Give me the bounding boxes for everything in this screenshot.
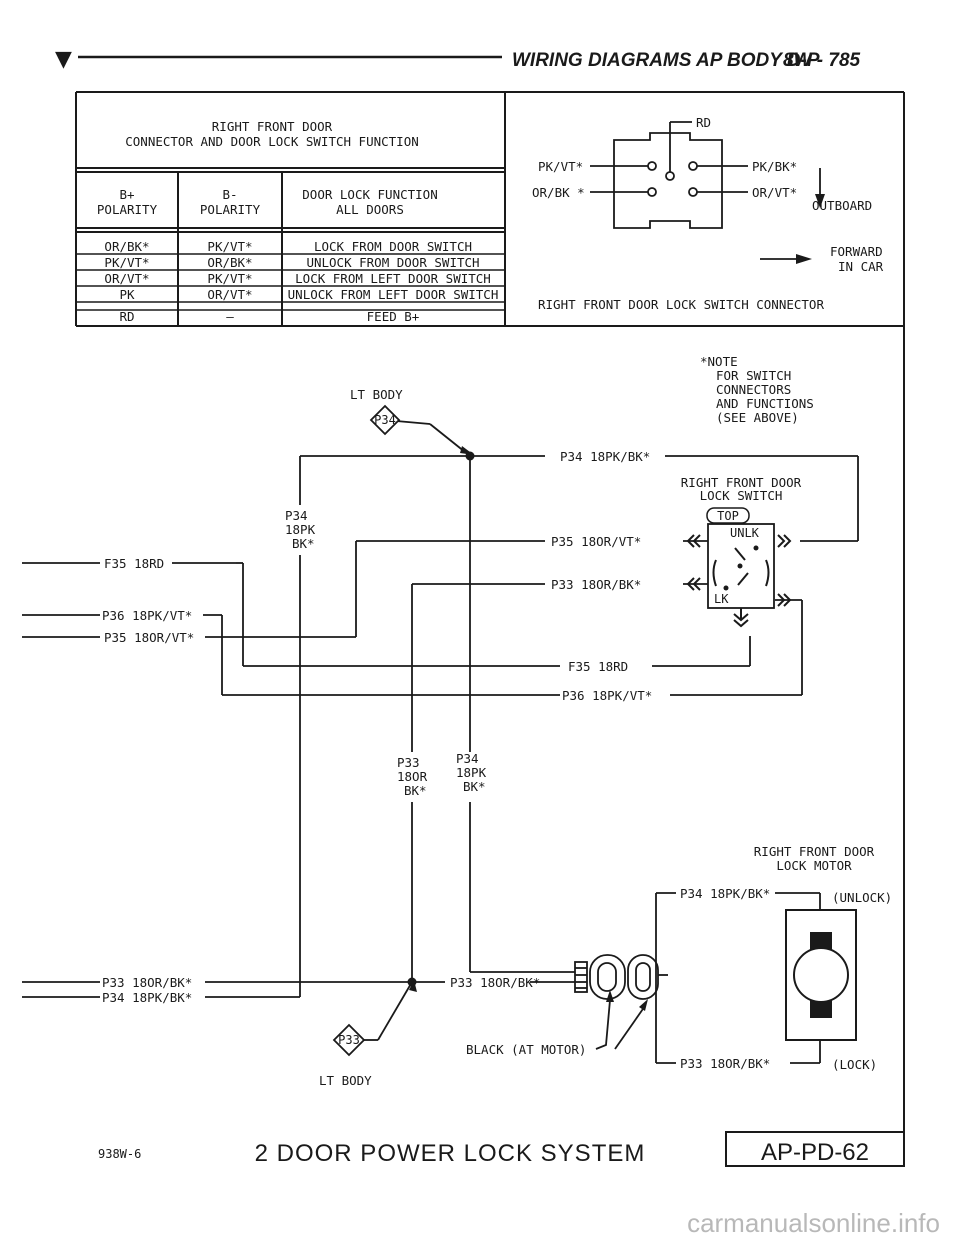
vert-p33-1: P33 <box>397 755 420 770</box>
footer-code: 938W-6 <box>98 1147 141 1161</box>
header-marker: ▼ <box>55 47 72 72</box>
vert-p34-2: 18PK <box>285 522 316 537</box>
note-line4: AND FUNCTIONS <box>716 396 814 411</box>
col3-heading-2: ALL DOORS <box>336 202 404 217</box>
splice-p33-dot <box>407 977 417 987</box>
row2-bplus: PK/VT* <box>104 255 149 270</box>
vert-p33-2: 18OR <box>397 769 428 784</box>
row2-function: UNLOCK FROM DOOR SWITCH <box>306 255 479 270</box>
wire-p33-motor: P33 18OR/BK* <box>680 1056 770 1071</box>
connector-pin-tl: PK/VT* <box>538 159 583 174</box>
motor-label-2: LOCK MOTOR <box>776 858 852 873</box>
row4-bplus: PK <box>119 287 135 302</box>
motor-lock-label: (LOCK) <box>832 1057 877 1072</box>
note-line2: FOR SWITCH <box>716 368 791 383</box>
note-block: *NOTE FOR SWITCH CONNECTORS AND FUNCTION… <box>700 354 814 425</box>
black-at-motor-label: BLACK (AT MOTOR) <box>466 1042 586 1057</box>
row3-bminus: PK/VT* <box>207 271 252 286</box>
row1-bplus: OR/BK* <box>104 239 149 254</box>
switch-unlk-label: UNLK <box>730 526 760 540</box>
col2-heading-1: B- <box>222 187 237 202</box>
wire-f35-right: F35 18RD <box>568 659 628 674</box>
wire-p34-top: P34 18PK/BK* <box>560 449 650 464</box>
splice-p33-diamond: P33 <box>332 1023 366 1057</box>
wire-p33-right: P33 18OR/BK* <box>551 577 641 592</box>
wire-p34-motor: P34 18PK/BK* <box>680 886 770 901</box>
row1-function: LOCK FROM DOOR SWITCH <box>314 239 472 254</box>
vert-p34-1: P34 <box>285 508 308 523</box>
motor-unlock-label: (UNLOCK) <box>832 890 892 905</box>
wire-p33-left: P33 18OR/BK* <box>102 975 192 990</box>
connector-pin-tr: PK/BK* <box>752 159 797 174</box>
forward-label-2: IN CAR <box>838 259 884 274</box>
wire-f35-left: F35 18RD <box>104 556 164 571</box>
connector-rd: RD <box>696 115 711 130</box>
vert-p34b-1: P34 <box>456 751 479 766</box>
row5-bminus: — <box>226 309 234 324</box>
row1-bminus: PK/VT* <box>207 239 252 254</box>
switch-label-2: LOCK SWITCH <box>700 488 783 503</box>
table-title-line2: CONNECTOR AND DOOR LOCK SWITCH FUNCTION <box>125 134 419 149</box>
splice-p34-label: P34 <box>374 413 396 427</box>
wire-p36-right: P36 18PK/VT* <box>562 688 652 703</box>
switch-connector-view: RD PK/VT* OR/BK * PK/BK* OR/VT* OUTBOARD… <box>532 115 884 312</box>
row2-bminus: OR/BK* <box>207 255 252 270</box>
wire-p35-left: P35 18OR/VT* <box>104 630 194 645</box>
row3-function: LOCK FROM LEFT DOOR SWITCH <box>295 271 491 286</box>
vert-p34b-3: BK* <box>463 779 486 794</box>
col3-heading-1: DOOR LOCK FUNCTION <box>302 187 437 202</box>
wire-p34-left: P34 18PK/BK* <box>102 990 192 1005</box>
function-table: RIGHT FRONT DOOR CONNECTOR AND DOOR LOCK… <box>75 92 506 326</box>
row3-bplus: OR/VT* <box>104 271 149 286</box>
row4-function: UNLOCK FROM LEFT DOOR SWITCH <box>288 287 499 302</box>
row4-bminus: OR/VT* <box>207 287 252 302</box>
vert-p34b-2: 18PK <box>456 765 487 780</box>
switch-label-1: RIGHT FRONT DOOR <box>681 475 802 490</box>
col1-heading-1: B+ <box>119 187 134 202</box>
note-line5: (SEE ABOVE) <box>716 410 799 425</box>
splice-p34-diamond: P34 <box>369 404 401 436</box>
outboard-label: OUTBOARD <box>812 198 872 213</box>
motor-connector <box>574 954 668 1000</box>
lock-switch: RIGHT FRONT DOOR LOCK SWITCH TOP UNLK LK <box>681 475 802 628</box>
motor-label-1: RIGHT FRONT DOOR <box>754 844 875 859</box>
header-page-number: 8W - 785 <box>783 50 861 71</box>
connector-pin-bl: OR/BK * <box>532 185 585 200</box>
forward-label-1: FORWARD <box>830 244 883 259</box>
footer-title: 2 DOOR POWER LOCK SYSTEM <box>255 1140 646 1167</box>
wires <box>22 419 859 1064</box>
arrow-black-2 <box>639 999 648 1011</box>
wire-labels: P34 18PK/BK* P35 18OR/VT* P33 18OR/BK* F… <box>102 449 858 1071</box>
col1-heading-2: POLARITY <box>97 202 158 217</box>
outer-frame <box>76 91 905 1165</box>
note-line3: CONNECTORS <box>716 382 791 397</box>
header-title: WIRING DIAGRAMS AP BODY D-P <box>512 50 820 71</box>
vert-p34-3: BK* <box>292 536 315 551</box>
wire-p33-mid: P33 18OR/BK* <box>450 975 540 990</box>
connector-pin-br: OR/VT* <box>752 185 797 200</box>
table-title-line1: RIGHT FRONT DOOR <box>212 119 333 134</box>
row5-function: FEED B+ <box>367 309 420 324</box>
splice-p33-label: P33 <box>338 1033 360 1047</box>
col2-heading-2: POLARITY <box>200 202 261 217</box>
lt-body-top-label: LT BODY <box>350 387 403 402</box>
footer: 938W-6 2 DOOR POWER LOCK SYSTEM AP-PD-62 <box>98 1131 905 1167</box>
splice-p34-dot <box>465 451 475 461</box>
lock-motor: RIGHT FRONT DOOR LOCK MOTOR (UNLOCK) (LO… <box>466 844 892 1072</box>
connector-caption: RIGHT FRONT DOOR LOCK SWITCH CONNECTOR <box>538 297 824 312</box>
switch-top-label: TOP <box>717 509 739 523</box>
switch-lk-label: LK <box>714 592 729 606</box>
watermark: carmanualsonline.info <box>687 1208 940 1238</box>
vert-p33-3: BK* <box>404 783 427 798</box>
page-header: ▼ WIRING DIAGRAMS AP BODY D-P 8W - 785 <box>55 47 861 72</box>
footer-page-id: AP-PD-62 <box>761 1139 869 1166</box>
lt-body-bottom-label: LT BODY <box>319 1073 372 1088</box>
note-line1: *NOTE <box>700 354 738 369</box>
wire-p36-left: P36 18PK/VT* <box>102 608 192 623</box>
row5-bplus: RD <box>119 309 134 324</box>
wire-p35-right: P35 18OR/VT* <box>551 534 641 549</box>
